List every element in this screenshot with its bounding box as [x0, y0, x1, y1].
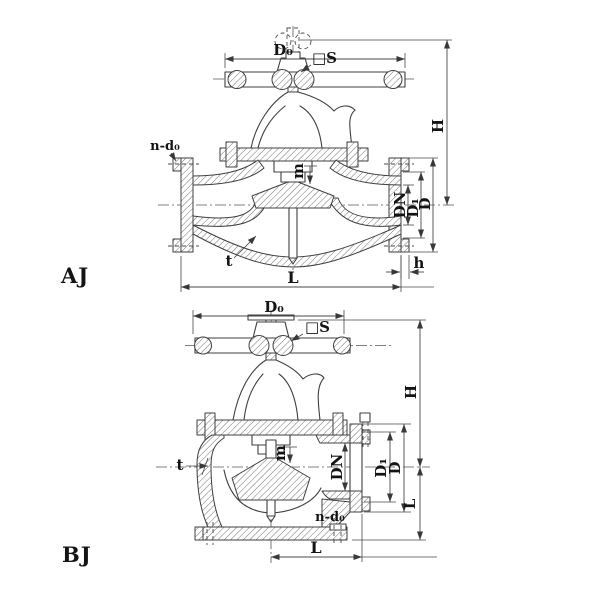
bj-s-leader: [290, 333, 304, 342]
aj-hub-right: [293, 69, 315, 90]
aj-dim-label-nd0: n-d₀: [150, 139, 180, 154]
aj-left-flange-tab-bottom: [172, 238, 182, 253]
aj-view-label: AJ: [60, 263, 89, 288]
bj-bonnet-flange: [196, 419, 348, 436]
aj-t-leader: [233, 235, 257, 259]
aj-dim-label-h: h: [414, 254, 425, 272]
aj-bonnet-bolt-right: [346, 141, 359, 168]
aj-dim-label-D1: D₁: [404, 198, 422, 218]
aj-right-flange-tab-top: [400, 157, 410, 172]
bj-disc-stem: [266, 499, 276, 517]
bj-dim-label-s: □S: [305, 318, 330, 336]
bj-yoke-outline: [232, 359, 325, 421]
aj-bonnet: [219, 91, 369, 183]
bj-handwheel-end-right: [333, 336, 351, 355]
bj-handwheel: [194, 314, 351, 356]
aj-dim-label-s: □S: [312, 49, 337, 67]
bj-outlet-bottom-wall: [321, 490, 351, 500]
bj-disc-stem-tip: [266, 515, 276, 523]
bj-t-tick: [201, 457, 209, 476]
aj-left-flange-plate: [180, 157, 194, 253]
aj-nd0-leader: [168, 152, 177, 162]
bj-view-label: BJ: [62, 542, 92, 567]
aj-yoke-window-right: [299, 105, 323, 149]
aj-left-flange-tab-top: [172, 157, 182, 172]
bj-handwheel-end-left: [194, 336, 212, 355]
bj-outlet-top-wall: [315, 434, 351, 444]
bj-bottom-flange-tab-left: [194, 526, 204, 541]
aj-dim-label-d0: D₀: [273, 41, 293, 59]
aj-dim-label-L: L: [287, 268, 298, 287]
aj-dimensions: D₀ □S H n-d₀ m DN D₁: [150, 39, 452, 292]
aj-disc-stem-tip: [288, 257, 298, 265]
bj-dim-label-m: m: [271, 445, 289, 461]
bj-dim-label-L: L: [310, 538, 321, 557]
aj-top-wall-right: [329, 159, 402, 186]
bj-dim-label-D1: D₁: [372, 458, 390, 478]
aj-hub-left: [271, 69, 293, 90]
aj-valve-disc: [251, 181, 335, 209]
bj-outlet-flange-lower: [349, 490, 363, 513]
bj-dimensions: D₀ □S H m t DN D₁: [177, 298, 437, 562]
bj-hub-right: [272, 335, 294, 356]
aj-handwheel-end-right: [383, 70, 403, 89]
aj-yoke-outline: [242, 91, 356, 149]
bj-yoke-window-right: [278, 373, 299, 421]
aj-dim-label-m: m: [289, 163, 307, 179]
aj-dim-label-H: H: [429, 119, 447, 133]
bj-outlet-tab-top: [361, 429, 371, 445]
aj-dim-label-t: t: [226, 252, 233, 270]
bj-outlet-flange-bore: [349, 442, 363, 492]
aj-disc-stem: [288, 207, 298, 259]
aj-valve-view: D₀ □S H n-d₀ m DN D₁: [60, 26, 456, 292]
bj-valve-disc: [231, 457, 311, 501]
bj-outlet-bolt-head: [359, 412, 371, 423]
bj-dim-label-nd0: n-d₀: [315, 510, 345, 525]
aj-yoke-window-left: [257, 105, 286, 149]
bj-left-wall: [196, 434, 225, 528]
bj-outlet-tab-bottom: [361, 496, 371, 512]
bj-outlet-flange-upper: [349, 423, 363, 444]
aj-body: [168, 157, 414, 268]
aj-top-wall-left: [192, 159, 265, 186]
bj-dim-label-D: D: [386, 461, 404, 474]
bj-nd0-boss: [329, 523, 347, 531]
bj-bottom-flange: [202, 526, 348, 541]
aj-handwheel-end-left: [227, 70, 247, 89]
bj-hub-left: [248, 335, 270, 356]
aj-handwheel-bar: [224, 71, 406, 88]
bj-dim-label-DN: DN: [328, 453, 346, 480]
aj-cap-circle-right: [294, 32, 312, 50]
aj-s-leader: [300, 64, 312, 73]
bj-body: [194, 412, 371, 545]
aj-bonnet-bolt-left: [225, 141, 238, 168]
aj-partition-right: [327, 197, 402, 227]
aj-right-flange-tab-bottom: [400, 238, 410, 253]
bj-dim-label-d0: D₀: [264, 298, 284, 316]
bj-dim-label-t: t: [177, 456, 184, 474]
aj-dim-label-D: D: [416, 197, 434, 210]
bj-dim-label-Lv: L: [401, 498, 419, 509]
aj-bonnet-flange: [219, 147, 369, 162]
bj-lower-right-wall: [321, 498, 351, 528]
aj-cap-circle-left: [274, 32, 292, 50]
bj-valve-view: D₀ □S H m t DN D₁: [62, 298, 437, 567]
bj-dim-label-H: H: [402, 385, 420, 399]
aj-dim-label-DN: DN: [391, 191, 409, 218]
bj-yoke-window-left: [243, 373, 264, 421]
aj-bottom-belly-wall: [192, 224, 402, 268]
